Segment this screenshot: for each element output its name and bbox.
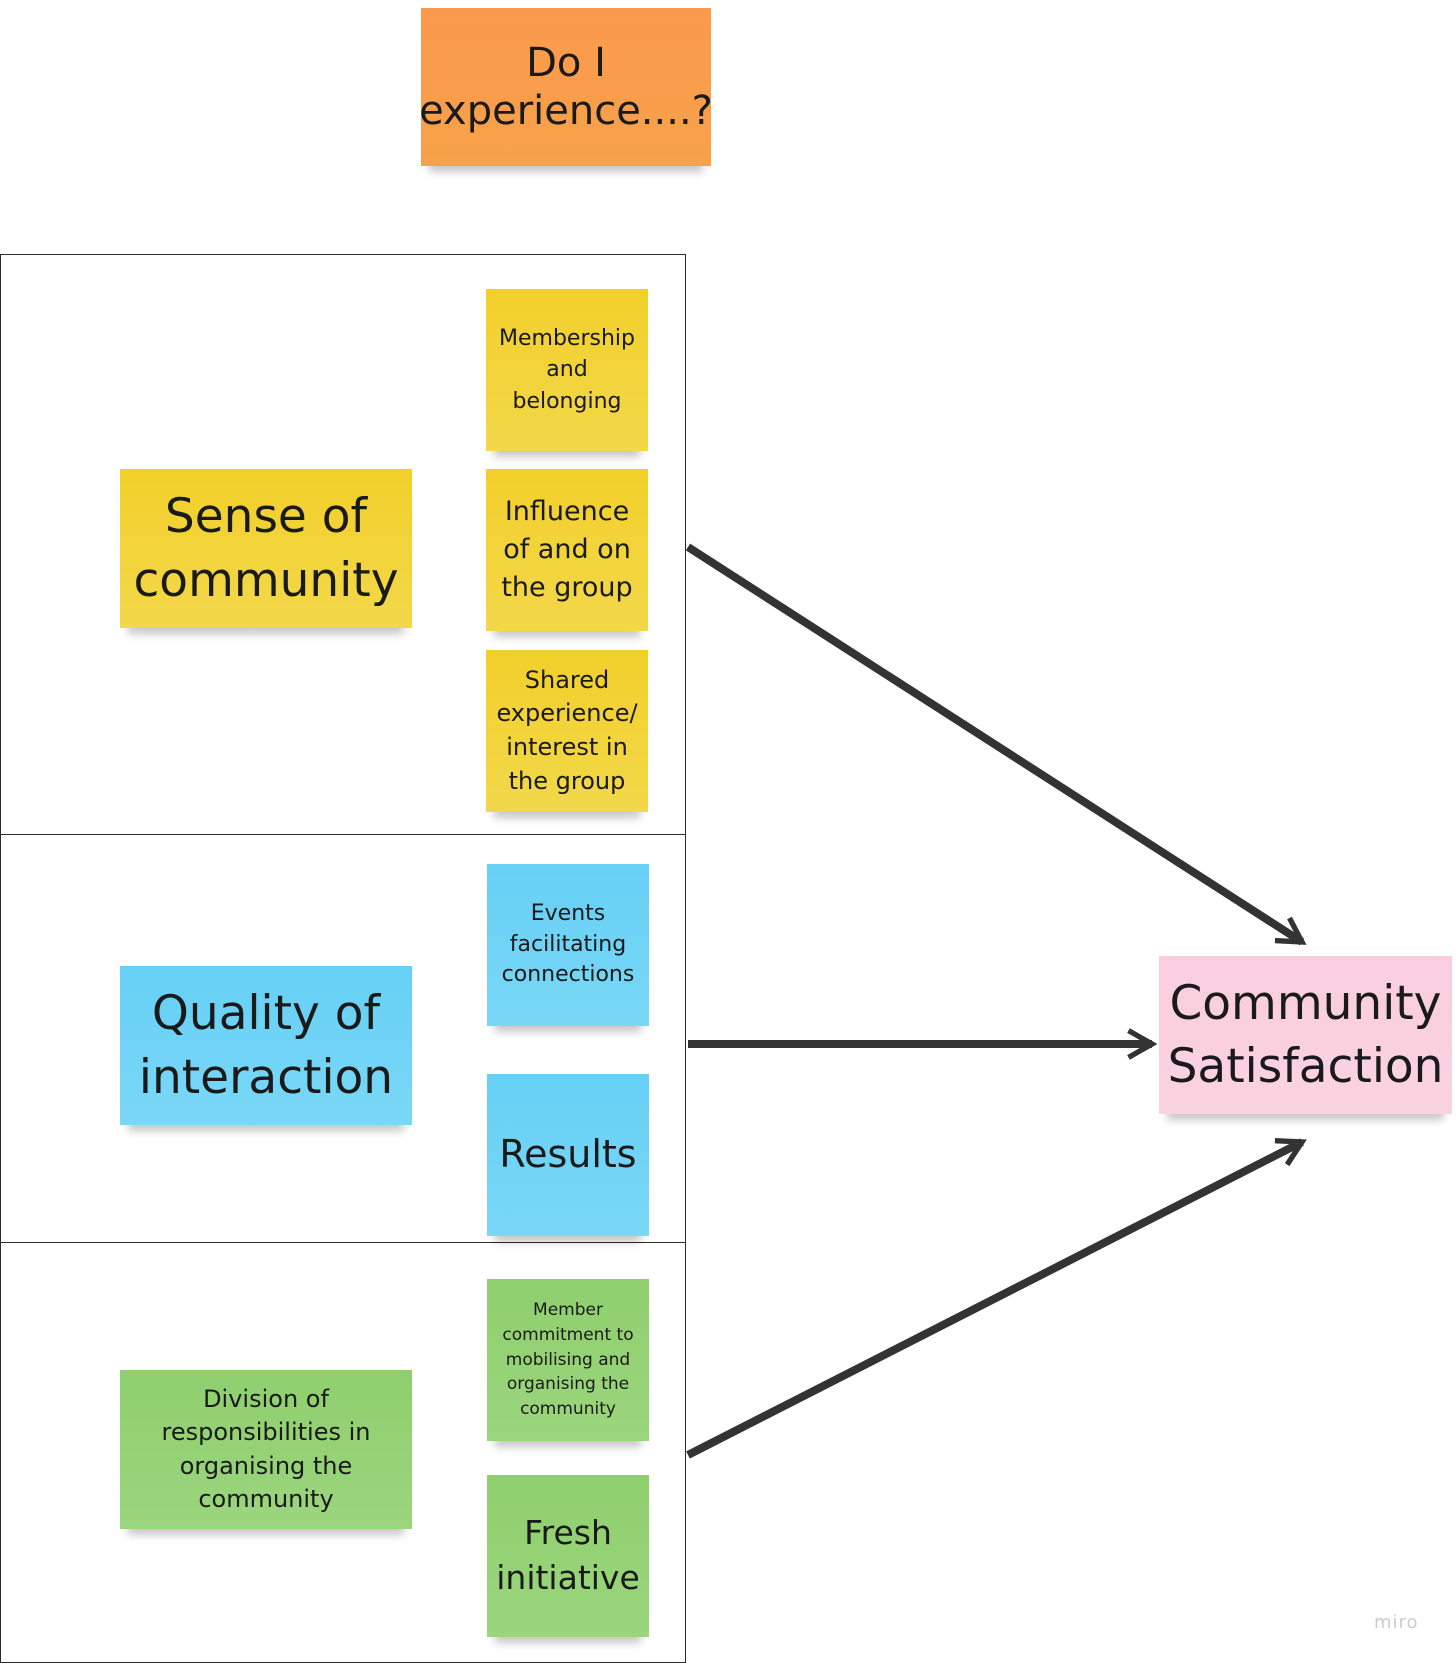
arrow-division-to-satisfaction — [686, 1138, 1307, 1459]
item-sticky-membership[interactable]: Membership and belonging — [486, 289, 648, 451]
item-sticky-fresh-initiative[interactable]: Fresh initiative — [487, 1475, 649, 1637]
item-sticky-influence[interactable]: Influence of and on the group — [486, 469, 648, 631]
miro-watermark: miro — [1374, 1612, 1419, 1633]
group-sticky-sense-of-community[interactable]: Sense of community — [120, 469, 412, 628]
item-sticky-shared-experience[interactable]: Shared experience/ interest in the group — [486, 650, 648, 812]
item-text: Influence of and on the group — [501, 496, 633, 603]
item-text: Events facilitating connections — [501, 901, 635, 988]
item-text: Fresh initiative — [496, 1513, 640, 1597]
question-sticky[interactable]: Do I experience....? — [419, 8, 713, 166]
item-text: Membership and belonging — [499, 326, 635, 414]
item-text: Shared experience/ interest in the group — [496, 665, 638, 795]
group-title: Quality of interaction — [138, 986, 394, 1105]
item-sticky-results[interactable]: Results — [487, 1074, 649, 1236]
group-sticky-quality-of-interaction[interactable]: Quality of interaction — [120, 966, 412, 1125]
outcome-sticky-community-satisfaction[interactable]: Community Satisfaction — [1159, 956, 1452, 1114]
item-text: Member commitment to mobilising and orga… — [502, 1300, 634, 1419]
item-sticky-member-commitment[interactable]: Member commitment to mobilising and orga… — [487, 1279, 649, 1441]
group-sticky-division-of-responsibilities[interactable]: Division of responsibilities in organisi… — [120, 1370, 412, 1529]
group-title: Sense of community — [133, 489, 399, 608]
question-text: Do I experience....? — [419, 40, 713, 134]
outcome-text: Community Satisfaction — [1167, 975, 1444, 1094]
arrow-sense-to-satisfaction — [685, 543, 1307, 946]
item-text: Results — [499, 1132, 637, 1177]
item-sticky-events[interactable]: Events facilitating connections — [487, 864, 649, 1026]
group-title: Division of responsibilities in organisi… — [161, 1385, 371, 1513]
